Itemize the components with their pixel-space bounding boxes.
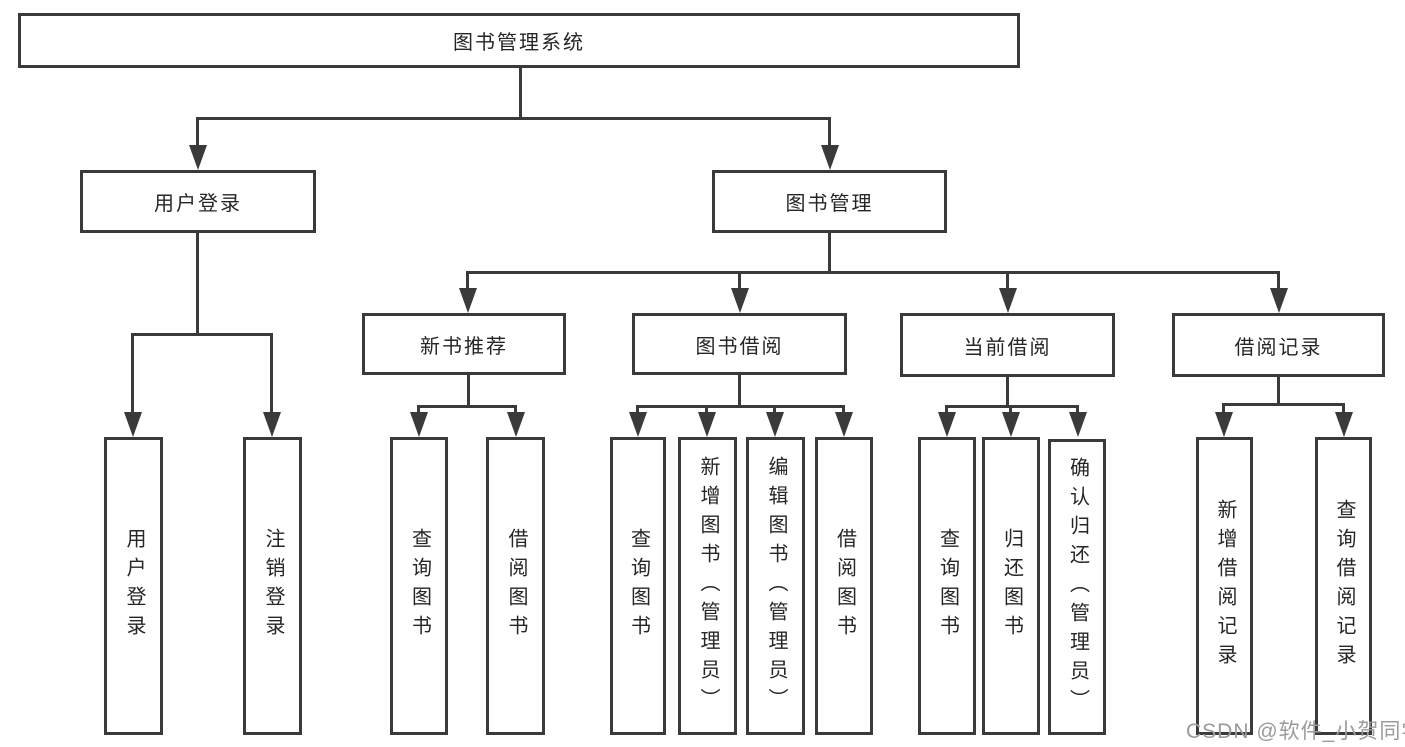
node-label: 图书借阅 (695, 335, 784, 358)
node-book-borrowing: 图书借阅 (632, 313, 847, 375)
node-label: 编辑图书（管理员） (765, 455, 787, 717)
connector-line (738, 271, 741, 293)
connector-line (842, 405, 845, 417)
leaf-query-borrow-record: 查询借阅记录 (1315, 437, 1372, 735)
arrowhead-down-icon (410, 412, 428, 437)
connector-line (1006, 271, 1009, 293)
watermark: CSDN @软件_小贺同学 (1186, 720, 1405, 743)
leaf-borrow-books-borrowing: 借阅图书 (815, 437, 873, 735)
node-label: 查询图书 (627, 528, 650, 644)
leaf-query-books-current: 查询图书 (918, 437, 976, 735)
node-label: 确认归还（管理员） (1066, 456, 1089, 718)
connector-line (636, 405, 639, 417)
connector-line (828, 233, 831, 274)
arrowhead-down-icon (459, 288, 477, 313)
arrowhead-down-icon (1215, 412, 1233, 437)
connector-line (945, 405, 1079, 408)
connector-line (1076, 405, 1079, 417)
connector-line (945, 405, 948, 417)
leaf-query-books-borrowing: 查询图书 (610, 437, 666, 735)
node-label: 用户登录 (123, 528, 145, 644)
arrowhead-down-icon (938, 412, 956, 437)
arrowhead-down-icon (263, 412, 281, 437)
connector-line (196, 233, 199, 336)
node-label: 借阅记录 (1234, 336, 1323, 359)
connector-line (519, 68, 522, 118)
arrowhead-down-icon (124, 412, 142, 437)
connector-line (1222, 403, 1345, 406)
leaf-borrow-books-recommend: 借阅图书 (486, 437, 545, 735)
connector-line (1277, 377, 1280, 406)
arrowhead-down-icon (1335, 412, 1353, 437)
node-new-book-recommendation: 新书推荐 (362, 313, 566, 375)
node-label: 新增借阅记录 (1214, 499, 1236, 673)
arrowhead-down-icon (698, 412, 716, 437)
connector-line (1006, 377, 1009, 408)
connector-line (773, 405, 776, 417)
node-book-management: 图书管理 (712, 170, 947, 233)
leaf-edit-books-admin: 编辑图书（管理员） (746, 437, 805, 735)
connector-line (131, 333, 134, 415)
arrowhead-down-icon (835, 412, 853, 437)
connector-line (131, 333, 273, 336)
node-library-management-system: 图书管理系统 (18, 13, 1020, 68)
arrowhead-down-icon (1069, 412, 1087, 437)
node-current-borrowing: 当前借阅 (900, 313, 1115, 377)
connector-line (1277, 271, 1280, 293)
connector-line (738, 375, 741, 408)
leaf-add-books-admin: 新增图书（管理员） (678, 437, 737, 735)
arrowhead-down-icon (189, 145, 207, 170)
leaf-user-login: 用户登录 (104, 437, 163, 735)
connector-line (196, 117, 199, 150)
connector-line (1222, 403, 1225, 417)
connector-line (417, 405, 420, 417)
node-label: 新增图书（管理员） (697, 455, 719, 717)
connector-line (417, 405, 517, 408)
arrowhead-down-icon (999, 288, 1017, 313)
node-label: 借阅图书 (833, 528, 856, 644)
node-user-login: 用户登录 (80, 170, 316, 233)
connector-line (514, 405, 517, 417)
node-label: 查询图书 (936, 528, 959, 644)
connector-line (1342, 403, 1345, 417)
arrowhead-down-icon (1002, 412, 1020, 437)
node-label: 图书管理系统 (453, 32, 585, 54)
node-label: 查询图书 (408, 528, 431, 644)
arrowhead-down-icon (766, 412, 784, 437)
leaf-query-books-recommend: 查询图书 (390, 437, 448, 735)
arrowhead-down-icon (821, 145, 839, 170)
arrowhead-down-icon (1270, 288, 1288, 313)
connector-line (828, 117, 831, 150)
connector-line (1009, 405, 1012, 417)
node-label: 归还图书 (1000, 528, 1023, 644)
connector-line (636, 405, 845, 408)
arrowhead-down-icon (507, 412, 525, 437)
node-label: 查询借阅记录 (1333, 499, 1355, 673)
leaf-confirm-return-admin: 确认归还（管理员） (1048, 439, 1106, 735)
connector-line (196, 117, 831, 120)
node-label: 新书推荐 (420, 335, 508, 358)
leaf-add-borrow-record: 新增借阅记录 (1196, 437, 1253, 735)
connector-line (467, 375, 470, 408)
connector-line (705, 405, 708, 417)
leaf-logout: 注销登录 (243, 437, 302, 735)
arrowhead-down-icon (731, 288, 749, 313)
connector-line (270, 333, 273, 415)
connector-line (466, 271, 469, 293)
node-label: 当前借阅 (963, 336, 1052, 359)
node-borrow-records: 借阅记录 (1172, 313, 1385, 377)
node-label: 用户登录 (154, 193, 242, 215)
node-label: 注销登录 (262, 528, 284, 644)
node-label: 图书管理 (785, 193, 874, 215)
arrowhead-down-icon (629, 412, 647, 437)
node-label: 借阅图书 (505, 528, 527, 644)
connector-line (466, 271, 1280, 274)
leaf-return-books: 归还图书 (982, 437, 1040, 735)
